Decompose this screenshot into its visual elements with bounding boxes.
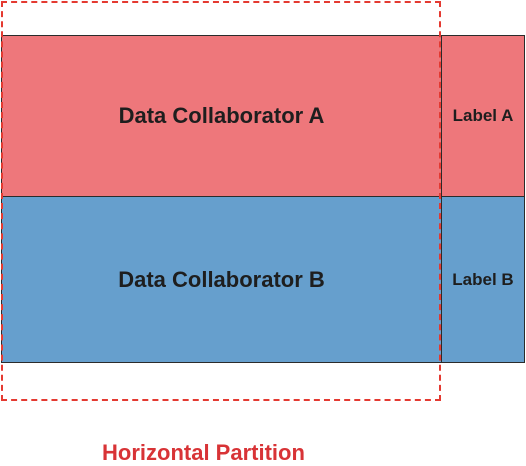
label-a-block: Label A <box>441 35 525 197</box>
collaborator-b-block: Data Collaborator B <box>1 196 442 363</box>
horizontal-partition-outline <box>1 1 441 401</box>
label-b-block: Label B <box>441 196 525 363</box>
label-a-text: Label A <box>452 106 514 125</box>
collaborator-b-title: Data Collaborator B <box>118 266 325 292</box>
collaborator-a-block: Data Collaborator A <box>1 35 442 197</box>
label-b-text: Label B <box>452 269 514 289</box>
partition-caption: Horizontal Partition <box>102 440 305 465</box>
collaborator-a-title: Data Collaborator A <box>118 103 325 128</box>
